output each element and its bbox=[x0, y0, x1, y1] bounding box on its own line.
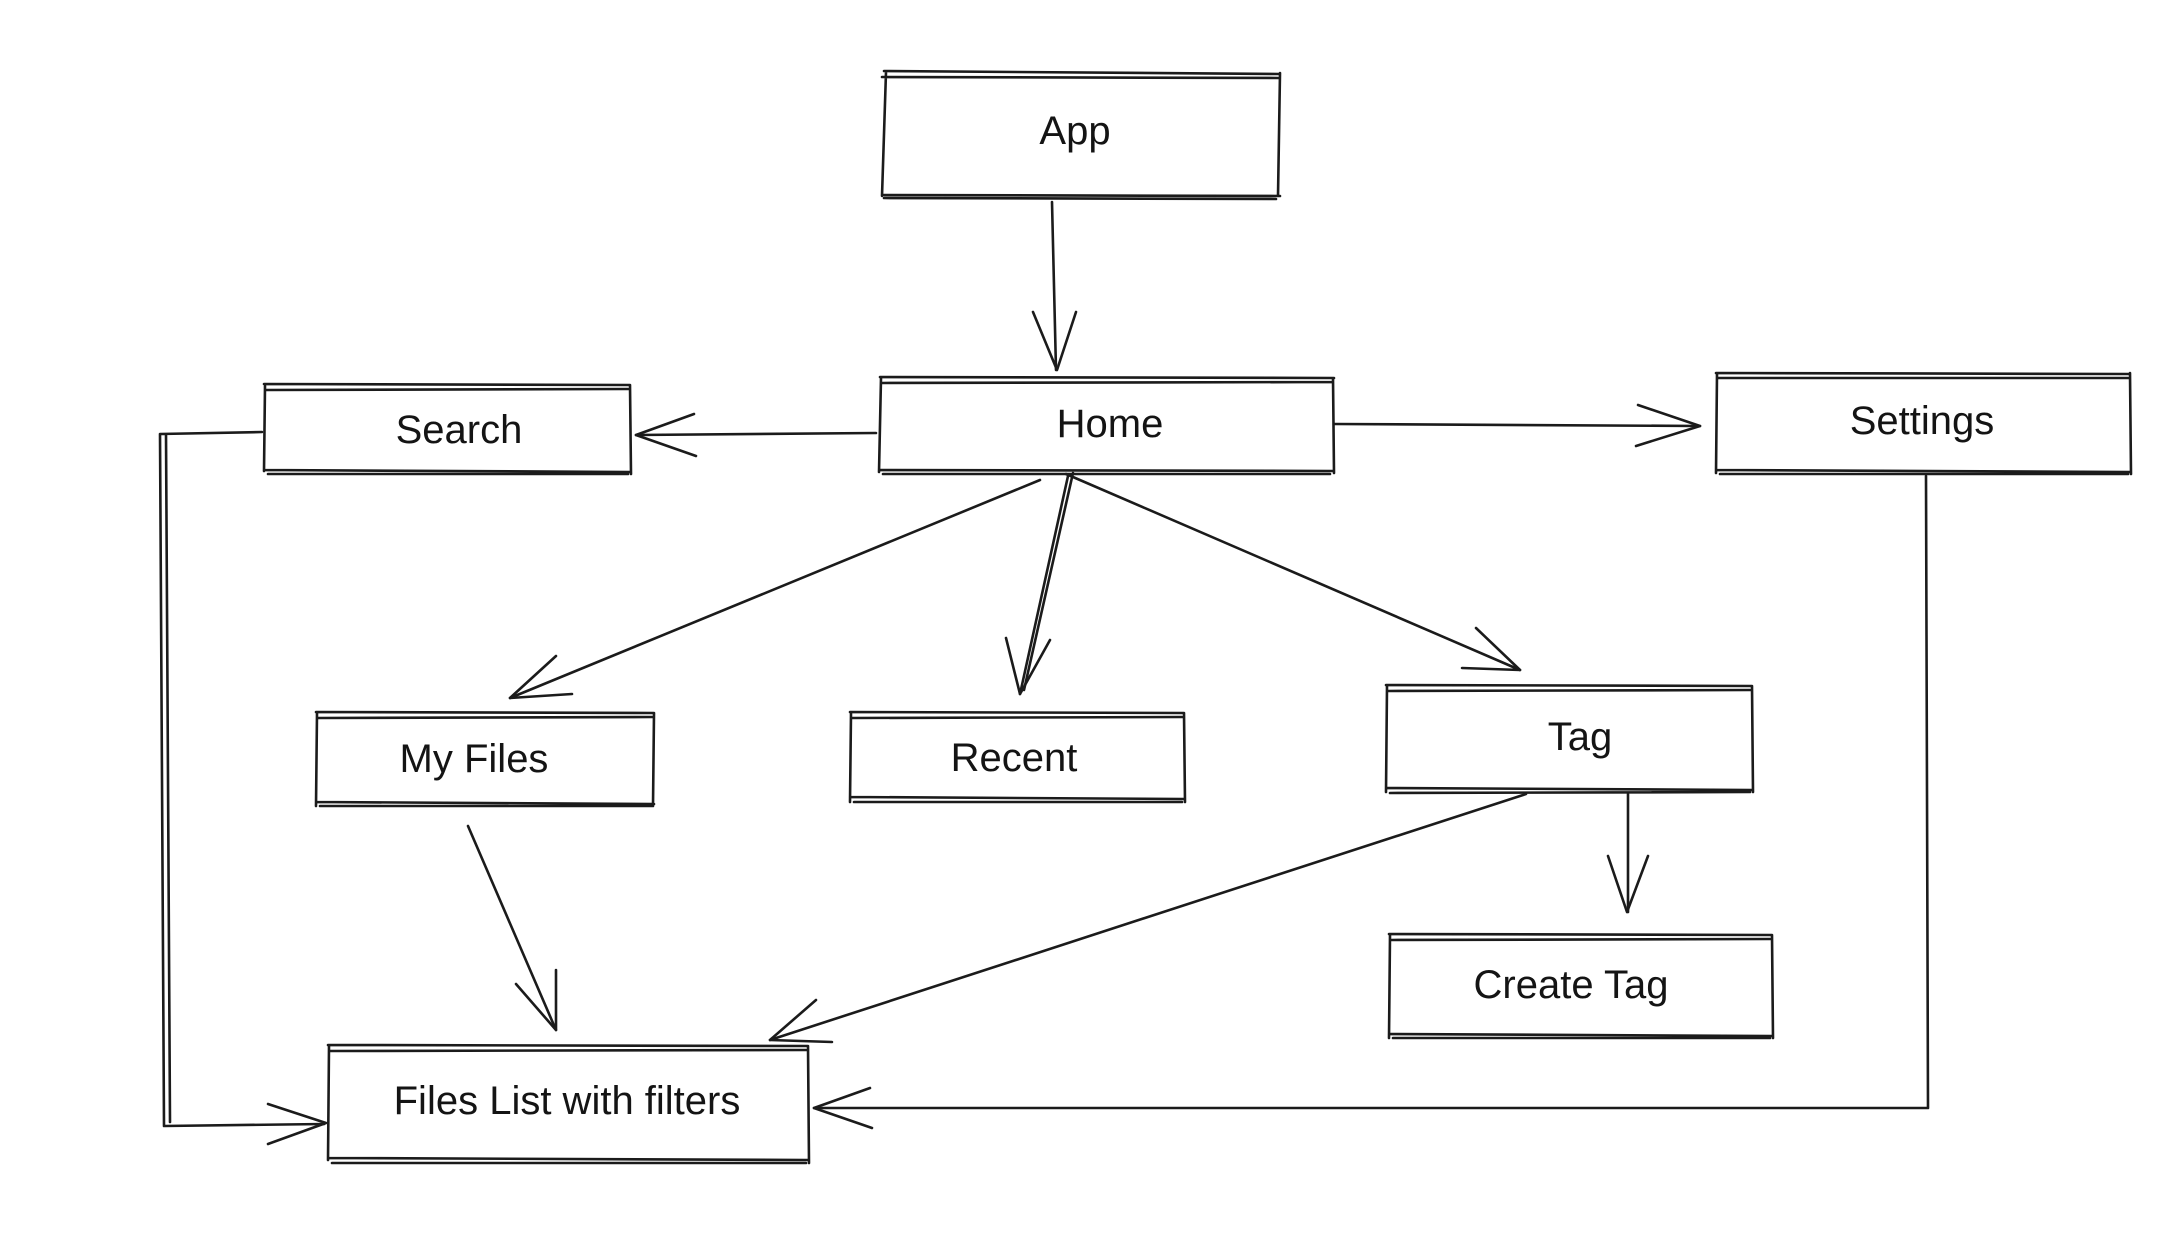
arrow-home-to-search bbox=[634, 412, 878, 458]
arrow-tag-to-files-list bbox=[768, 792, 1528, 1044]
node-my-files-label: My Files bbox=[400, 737, 549, 781]
node-tag: Tag bbox=[1384, 683, 1755, 795]
node-search-label: Search bbox=[396, 408, 523, 452]
arrow-settings-to-files-list bbox=[812, 474, 1930, 1130]
node-home: Home bbox=[877, 375, 1336, 476]
node-home-label: Home bbox=[1057, 402, 1164, 446]
arrow-home-to-settings bbox=[1332, 403, 1702, 448]
node-settings-label: Settings bbox=[1850, 399, 1995, 443]
arrow-app-to-home bbox=[1031, 200, 1078, 372]
node-files-list-label: Files List with filters bbox=[394, 1079, 741, 1123]
node-my-files: My Files bbox=[314, 710, 656, 808]
arrow-home-to-recent bbox=[1004, 471, 1075, 696]
arrow-home-to-my-files bbox=[508, 478, 1042, 700]
node-files-list: Files List with filters bbox=[326, 1043, 811, 1165]
node-app-label: App bbox=[1039, 109, 1110, 153]
node-recent-label: Recent bbox=[951, 736, 1078, 780]
node-settings: Settings bbox=[1714, 371, 2133, 476]
node-create-tag-label: Create Tag bbox=[1474, 963, 1669, 1007]
node-create-tag: Create Tag bbox=[1387, 932, 1775, 1040]
arrow-tag-to-create-tag bbox=[1606, 792, 1650, 914]
arrow-home-to-tag bbox=[1064, 472, 1522, 672]
node-recent: Recent bbox=[848, 710, 1187, 804]
arrow-my-files-to-files-list bbox=[466, 824, 558, 1032]
arrow-search-to-files-list bbox=[158, 430, 328, 1146]
node-app: App bbox=[880, 69, 1282, 201]
node-tag-label: Tag bbox=[1548, 715, 1613, 759]
node-search: Search bbox=[262, 382, 633, 476]
